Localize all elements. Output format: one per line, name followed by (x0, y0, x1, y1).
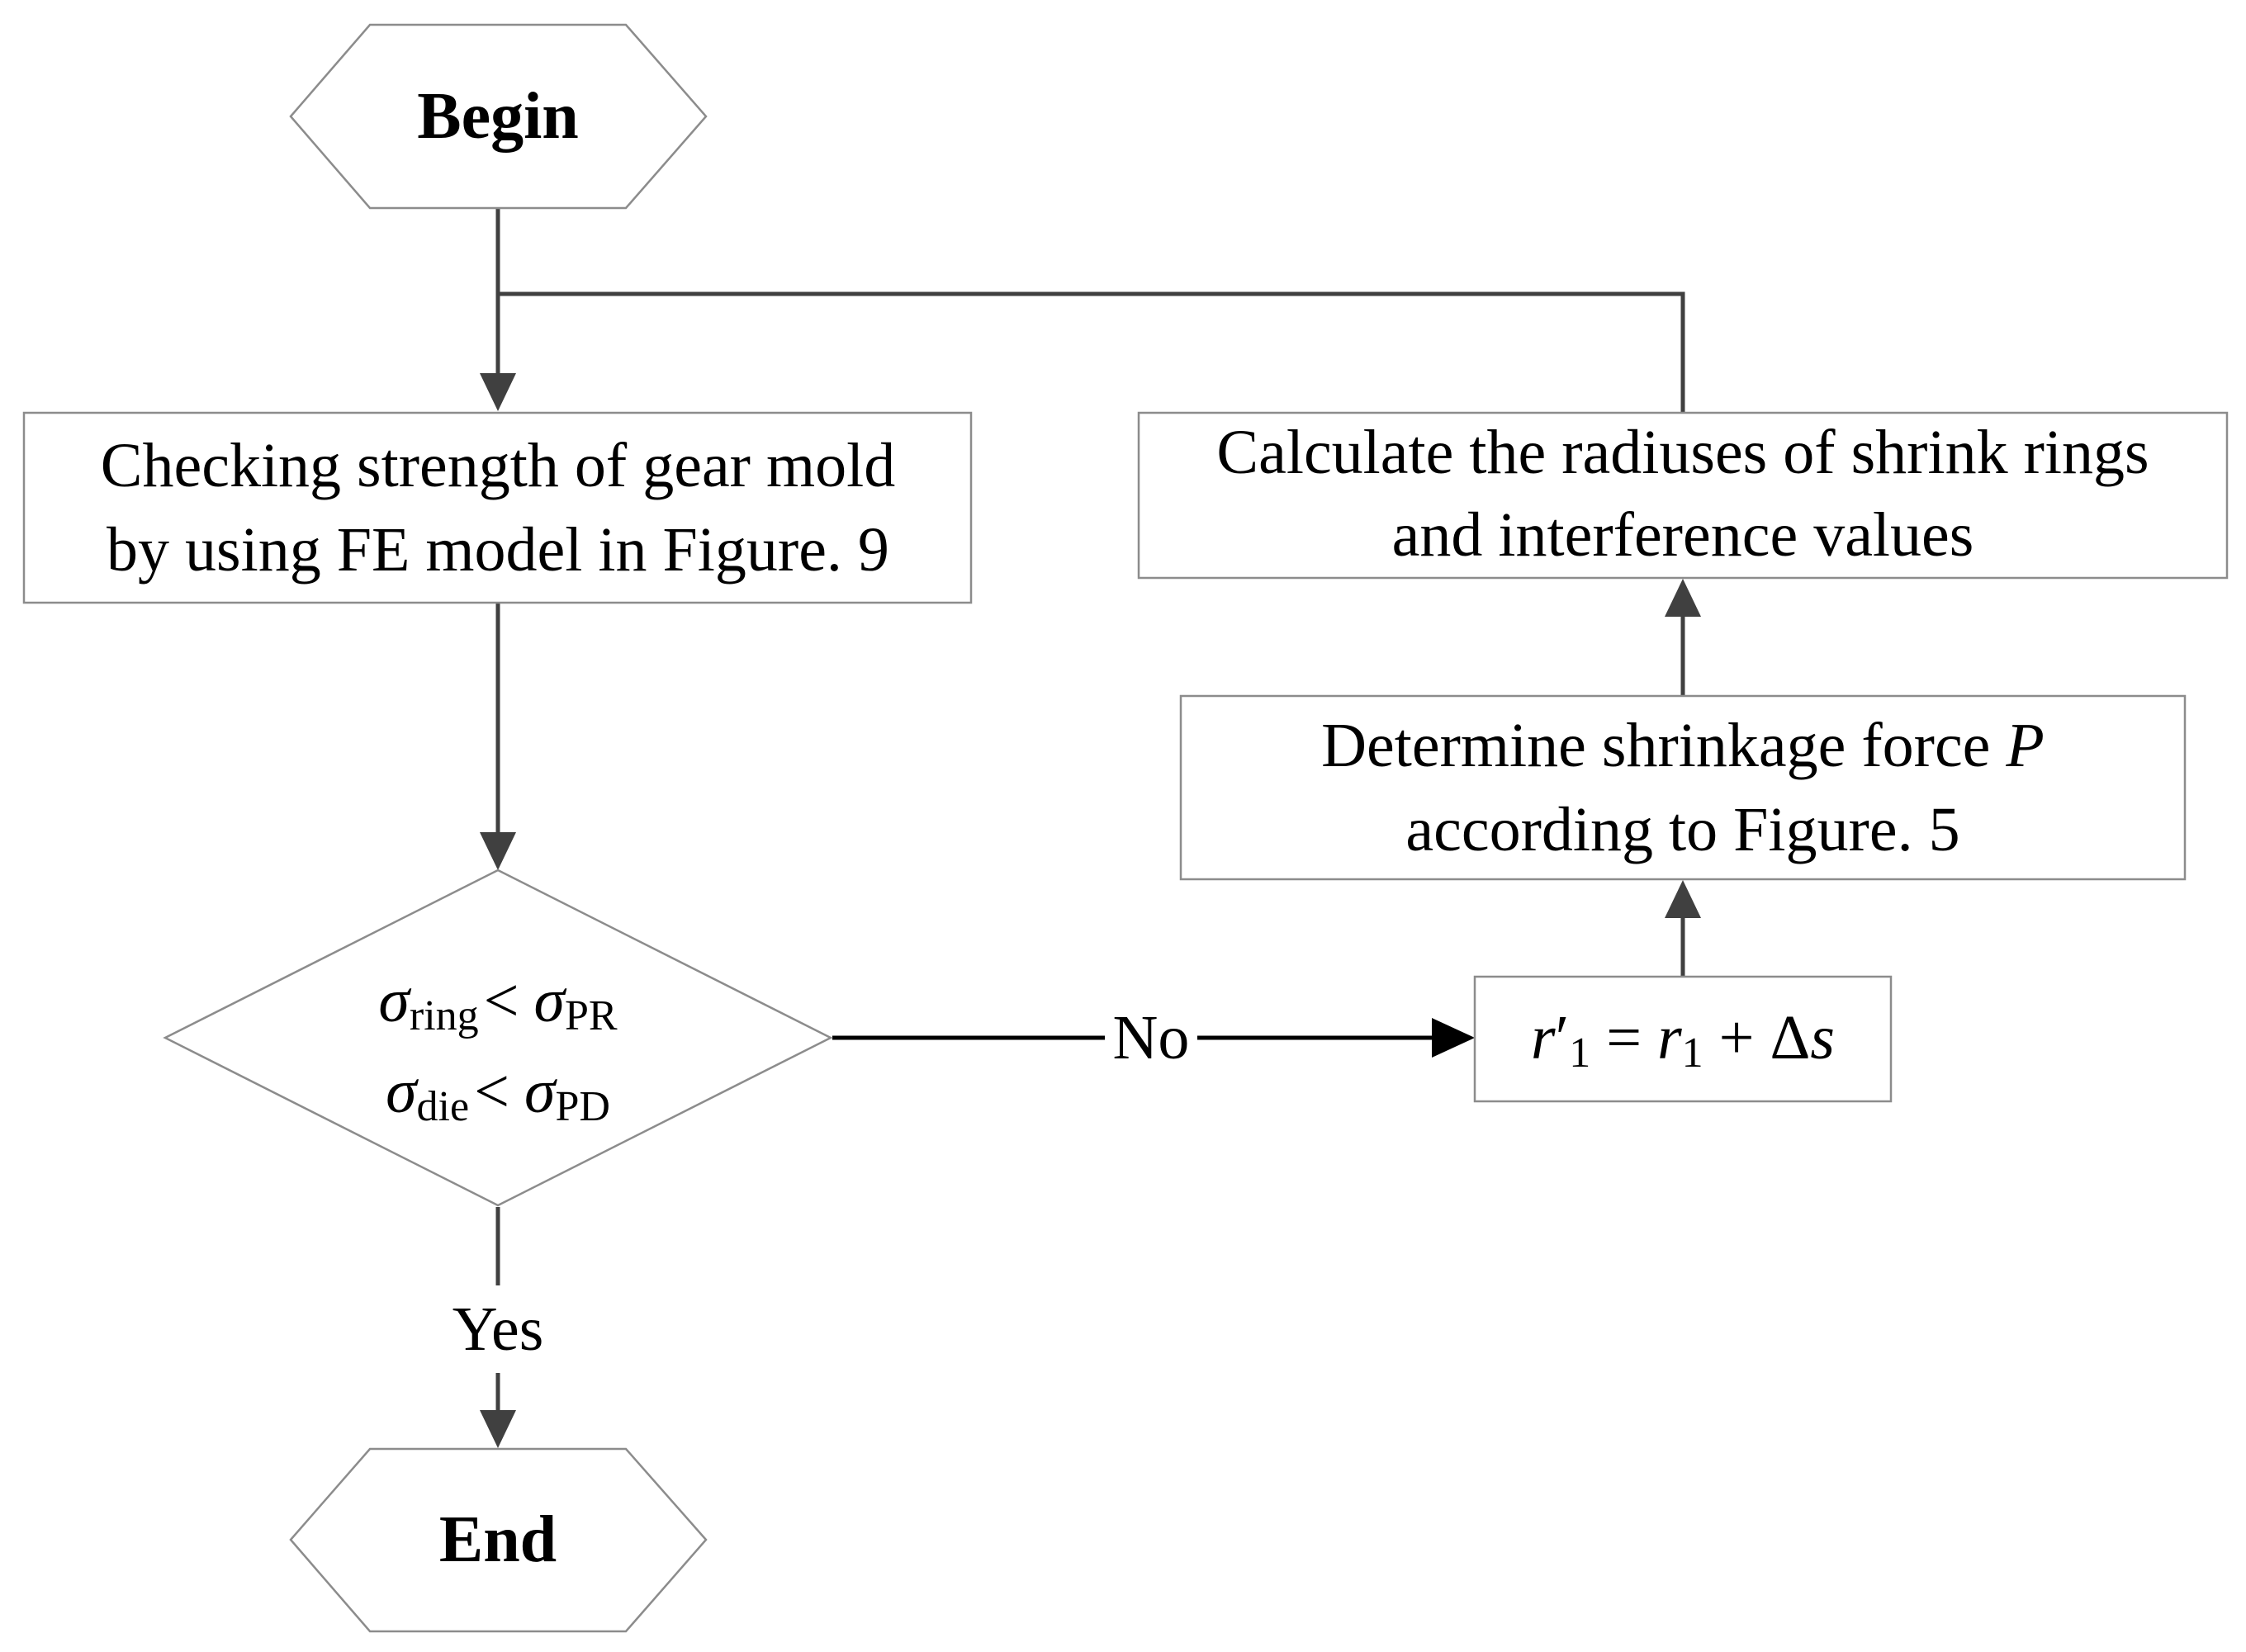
check-strength-line2: by using FE model in Figure. 9 (107, 515, 889, 585)
arrowhead-into-check (480, 373, 516, 411)
yes-branch-label: Yes (453, 1295, 544, 1364)
end-hexagon (289, 1447, 708, 1633)
arrowhead-into-calc (1665, 579, 1701, 617)
check-strength-rect (22, 411, 973, 604)
begin-hexagon (289, 23, 708, 210)
check-strength-line1: Checking strength of gear mold (101, 431, 895, 500)
decision-condition-ring: σring<σPR (378, 966, 618, 1039)
calculate-radiuses-box: Calculate the radiuses of shrink rings a… (1137, 411, 2229, 580)
shrinkage-force-line2: according to Figure. 5 (1405, 795, 1959, 864)
stress-decision: σring<σPR σdie<σPD (163, 869, 833, 1207)
arrowhead-into-shrink (1665, 880, 1701, 918)
radius-update-box: r′1 = r1 + Δs (1473, 975, 1893, 1103)
decision-condition-die: σdie<σPD (386, 1057, 610, 1130)
shrinkage-force-rect (1179, 694, 2187, 881)
begin-label: Begin (417, 80, 579, 153)
connector-loop-back (498, 291, 1685, 413)
check-strength-box: Checking strength of gear mold by using … (22, 411, 973, 604)
calculate-radiuses-line2: and interference values (1392, 500, 1974, 570)
shrinkage-force-box: Determine shrinkage force P according to… (1179, 694, 2187, 881)
begin-terminator: Begin (289, 23, 708, 210)
calculate-radiuses-rect (1137, 411, 2229, 580)
arrowhead-into-end (480, 1410, 516, 1448)
end-terminator: End (289, 1447, 708, 1633)
radius-update-formula: r′1 = r1 + Δs (1531, 1003, 1835, 1077)
end-label: End (439, 1503, 557, 1576)
decision-diamond (163, 869, 833, 1207)
radius-update-rect (1473, 975, 1893, 1103)
arrowhead-into-update (1432, 1018, 1475, 1058)
connectors (480, 209, 1701, 1448)
arrowhead-into-decision (480, 832, 516, 870)
calculate-radiuses-line1: Calculate the radiuses of shrink rings (1216, 418, 2149, 487)
shrinkage-force-line1: Determine shrinkage force P (1321, 711, 2045, 780)
no-branch-label: No (1113, 1003, 1190, 1072)
